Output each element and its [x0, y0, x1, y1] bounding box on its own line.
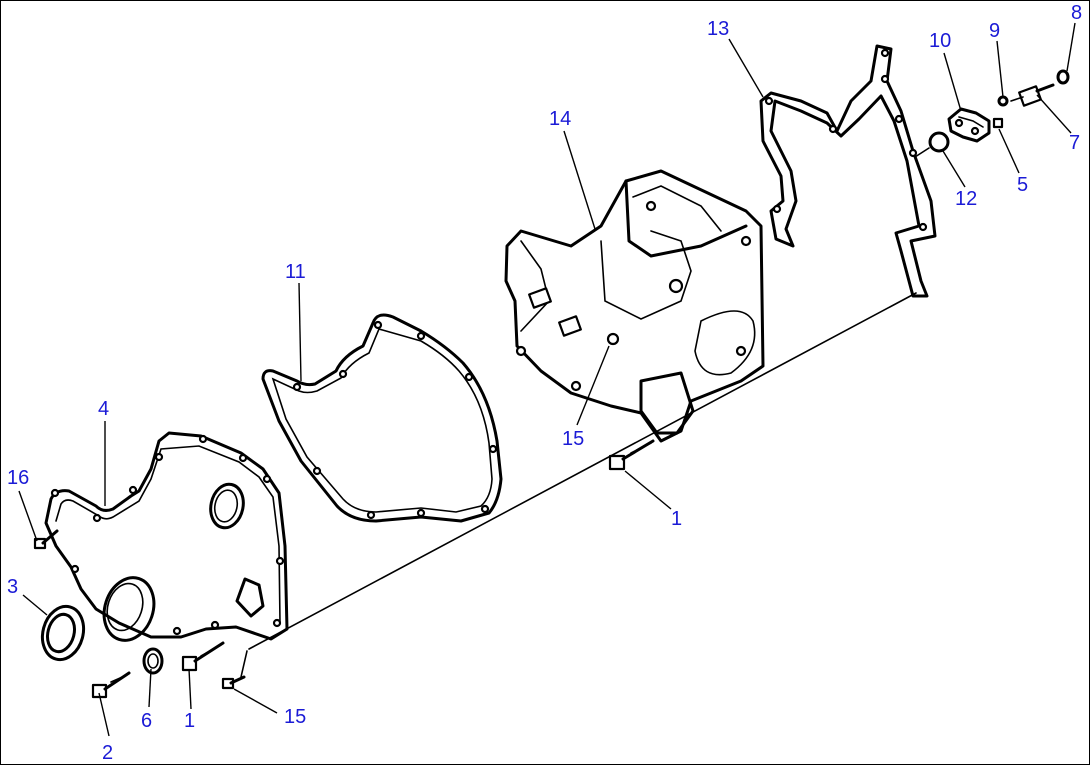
- housing-10: [947, 107, 991, 143]
- bolt-1-upper: [608, 439, 655, 471]
- front-cover: [44, 431, 289, 642]
- callout-5: 5: [1017, 174, 1028, 196]
- callout-8: 8: [1071, 2, 1082, 24]
- callout-16: 16: [7, 467, 29, 489]
- callout-14: 14: [549, 108, 571, 130]
- callout-3: 3: [7, 576, 18, 598]
- callout-labels: 16 3 4 2 6 1 15 11 14 15 1 13 10 9 8 7 5…: [7, 2, 1082, 764]
- callout-2: 2: [102, 742, 113, 764]
- callout-12: 12: [955, 188, 977, 210]
- callout-10: 10: [929, 30, 951, 52]
- gasket-13: [759, 44, 937, 298]
- callout-9: 9: [989, 20, 1000, 42]
- gear-housing-14: [504, 169, 765, 443]
- screw-5: [992, 117, 1004, 129]
- leader-lines: [18, 22, 1076, 737]
- gasket-11: [261, 313, 503, 523]
- callout-1-upper: 1: [671, 508, 682, 530]
- alignment-centerline: [248, 292, 917, 650]
- screw-15-lower: [221, 650, 248, 690]
- bolt-2: [91, 671, 131, 699]
- o-ring-8: [1056, 69, 1070, 85]
- o-ring-9: [997, 95, 1009, 107]
- sensor-7: [1010, 83, 1055, 107]
- callout-1-lower: 1: [184, 710, 195, 732]
- callout-15-lower: 15: [284, 706, 306, 728]
- callout-7: 7: [1069, 132, 1080, 154]
- callout-15-upper: 15: [562, 428, 584, 450]
- callout-6: 6: [141, 710, 152, 732]
- bolt-1-lower: [181, 641, 225, 672]
- callout-13: 13: [707, 18, 729, 40]
- callout-11: 11: [285, 261, 306, 283]
- oil-seal: [40, 604, 86, 662]
- callout-4: 4: [98, 398, 109, 420]
- plug-6: [142, 647, 164, 675]
- gasket-12: [914, 131, 950, 158]
- bolt-16: [33, 529, 59, 550]
